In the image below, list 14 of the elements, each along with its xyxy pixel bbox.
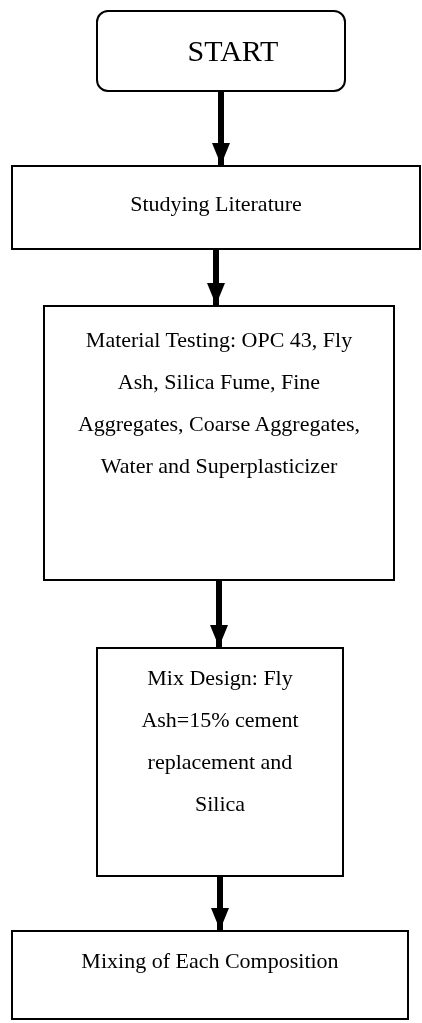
node-text: Mixing of Each Composition	[81, 947, 339, 975]
arrow	[207, 250, 225, 305]
node-text: Studying Literature	[130, 190, 302, 218]
node-text: Mix Design: Fly Ash=15% cement replacement and Silica	[140, 664, 300, 818]
process-box	[11, 165, 421, 250]
process-box	[96, 647, 344, 877]
node-text: START	[187, 33, 279, 69]
node-text: Material Testing: OPC 43, Fly Ash, Silica Fume, Fine Aggregates, Coarse Aggregates, Water and Superplasticizer	[76, 326, 362, 480]
start-terminal	[96, 10, 346, 92]
process-box	[43, 305, 395, 581]
arrow	[210, 581, 228, 647]
arrow	[212, 92, 230, 165]
process-box	[11, 930, 409, 1020]
arrow	[211, 877, 229, 930]
